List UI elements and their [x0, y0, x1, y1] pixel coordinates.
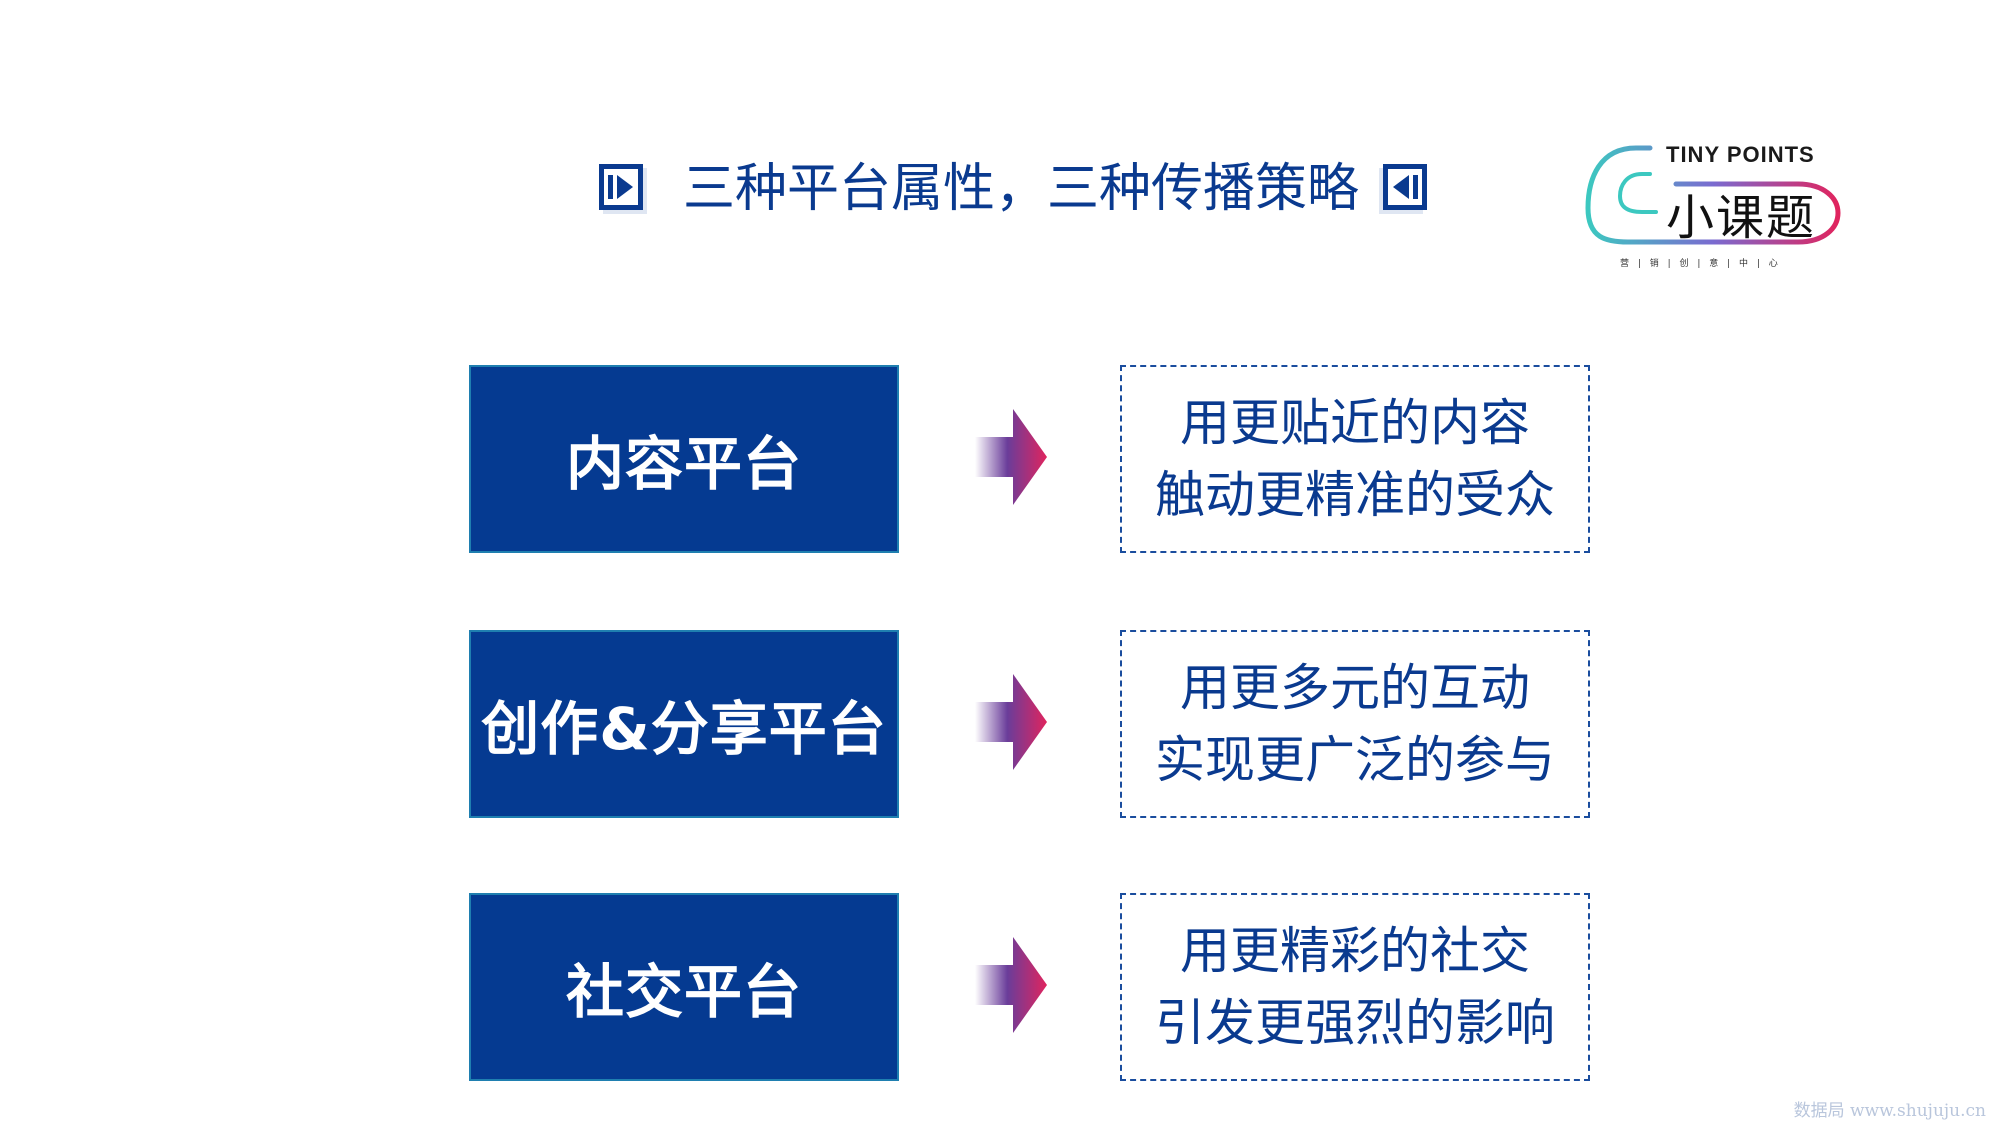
platform-box: 创作&分享平台 — [469, 630, 899, 818]
description-line: 用更多元的互动 — [1180, 659, 1530, 717]
logo-sub-text: 营 | 销 | 创 | 意 | 中 | 心 — [1620, 259, 1781, 269]
title-row: 三种平台属性，三种传播策略 — [0, 150, 2000, 230]
strategy-row: 社交平台 用更精彩的社交 引发更强烈的影响 — [0, 893, 2000, 1083]
play-right-icon — [599, 164, 647, 214]
strategy-description: 用更贴近的内容 触动更精准的受众 — [1120, 365, 1590, 553]
watermark: 数据局 www.shujuju.cn — [1793, 1101, 1986, 1121]
strategy-description: 用更精彩的社交 引发更强烈的影响 — [1120, 893, 1590, 1081]
logo-main-text: 小课题 — [1666, 190, 1817, 246]
brand-logo: TINY POINTS 小课题 营 | 销 | 创 | 意 | 中 | 心 — [1580, 138, 1850, 278]
description-line: 用更精彩的社交 — [1180, 922, 1530, 980]
strategy-row: 内容平台 用更贴近的内容 触动更精准的受众 — [0, 365, 2000, 555]
platform-label: 社交平台 — [565, 958, 802, 1026]
play-left-icon — [1379, 164, 1427, 214]
strategy-row: 创作&分享平台 用更多元的互动 实现更广泛的参与 — [0, 630, 2000, 820]
description-line: 用更贴近的内容 — [1180, 394, 1530, 452]
arrow-right-icon — [975, 674, 1047, 770]
description-line: 引发更强烈的影响 — [1155, 994, 1555, 1052]
platform-box: 内容平台 — [469, 365, 899, 553]
platform-label: 创作&分享平台 — [481, 695, 887, 763]
description-line: 触动更精准的受众 — [1155, 466, 1555, 524]
logo-top-text: TINY POINTS — [1666, 142, 1815, 167]
platform-box: 社交平台 — [469, 893, 899, 1081]
page-title: 三种平台属性，三种传播策略 — [683, 159, 1360, 219]
description-line: 实现更广泛的参与 — [1155, 731, 1555, 789]
platform-label: 内容平台 — [565, 430, 802, 498]
arrow-right-icon — [975, 937, 1047, 1033]
arrow-right-icon — [975, 409, 1047, 505]
strategy-description: 用更多元的互动 实现更广泛的参与 — [1120, 630, 1590, 818]
logo-ring-icon — [1585, 145, 1841, 245]
